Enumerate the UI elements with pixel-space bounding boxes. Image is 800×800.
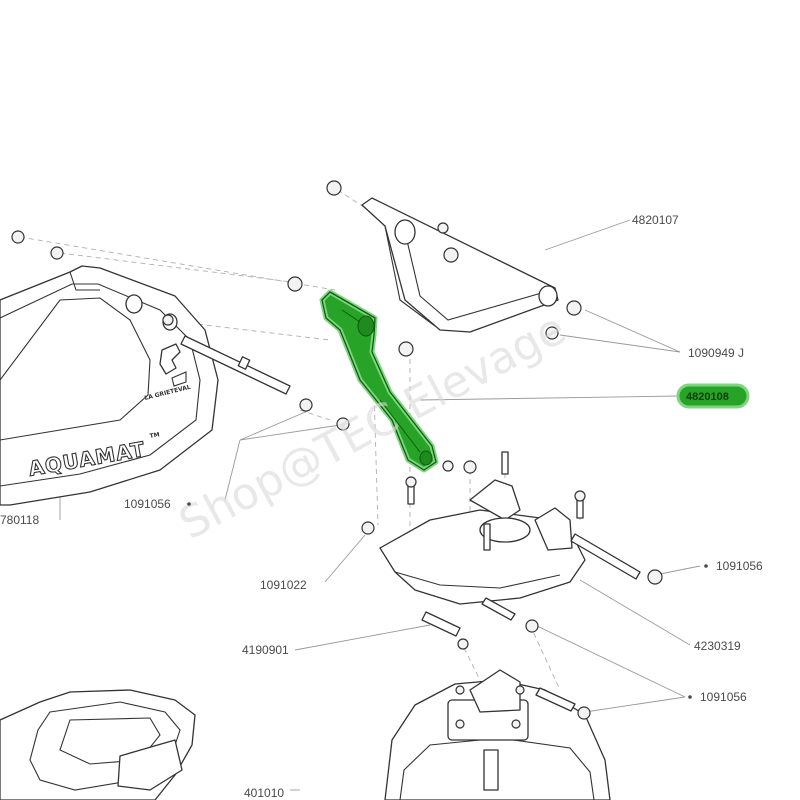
lower-motor-head (384, 669, 611, 800)
label-4820108-highlight (676, 383, 750, 409)
tank-bolt (180, 335, 350, 431)
label-1091022: 1091022 (260, 578, 307, 592)
assembly-guide-lines (19, 184, 581, 691)
part-labels: 4820107 1090949 J 4820108 1091056 780118… (0, 213, 763, 800)
label-4820107: 4820107 (632, 213, 679, 227)
highlighted-arm-4820108[interactable] (319, 289, 477, 474)
bullet-1091056-lower (688, 695, 692, 699)
label-leader-lines (59, 219, 701, 791)
pivot-base-4230319 (361, 451, 663, 633)
top-left-nuts (11, 230, 303, 326)
label-1090949: 1090949 J (688, 346, 744, 360)
upper-bracket-4820107 (326, 180, 582, 357)
lower-left-clamp (0, 689, 196, 800)
label-1091056-left: 1091056 (124, 497, 171, 511)
aquamat-tank-housing: LA GRIETEVAL AQUAMAT TM (0, 265, 219, 506)
bullet-1091056-left (187, 502, 191, 506)
pin-4190901 (421, 611, 469, 650)
trademark-text: TM (149, 431, 160, 440)
label-4230319: 4230319 (694, 639, 741, 653)
label-780118: 780118 (0, 513, 39, 527)
bullet-1091056-right (704, 564, 708, 568)
label-4820108: 4820108 (686, 391, 729, 403)
label-1091056-right: 1091056 (716, 559, 763, 573)
label-1091056-lower: 1091056 (700, 690, 747, 704)
label-401010: 401010 (244, 786, 284, 800)
label-4190901: 4190901 (242, 643, 289, 657)
